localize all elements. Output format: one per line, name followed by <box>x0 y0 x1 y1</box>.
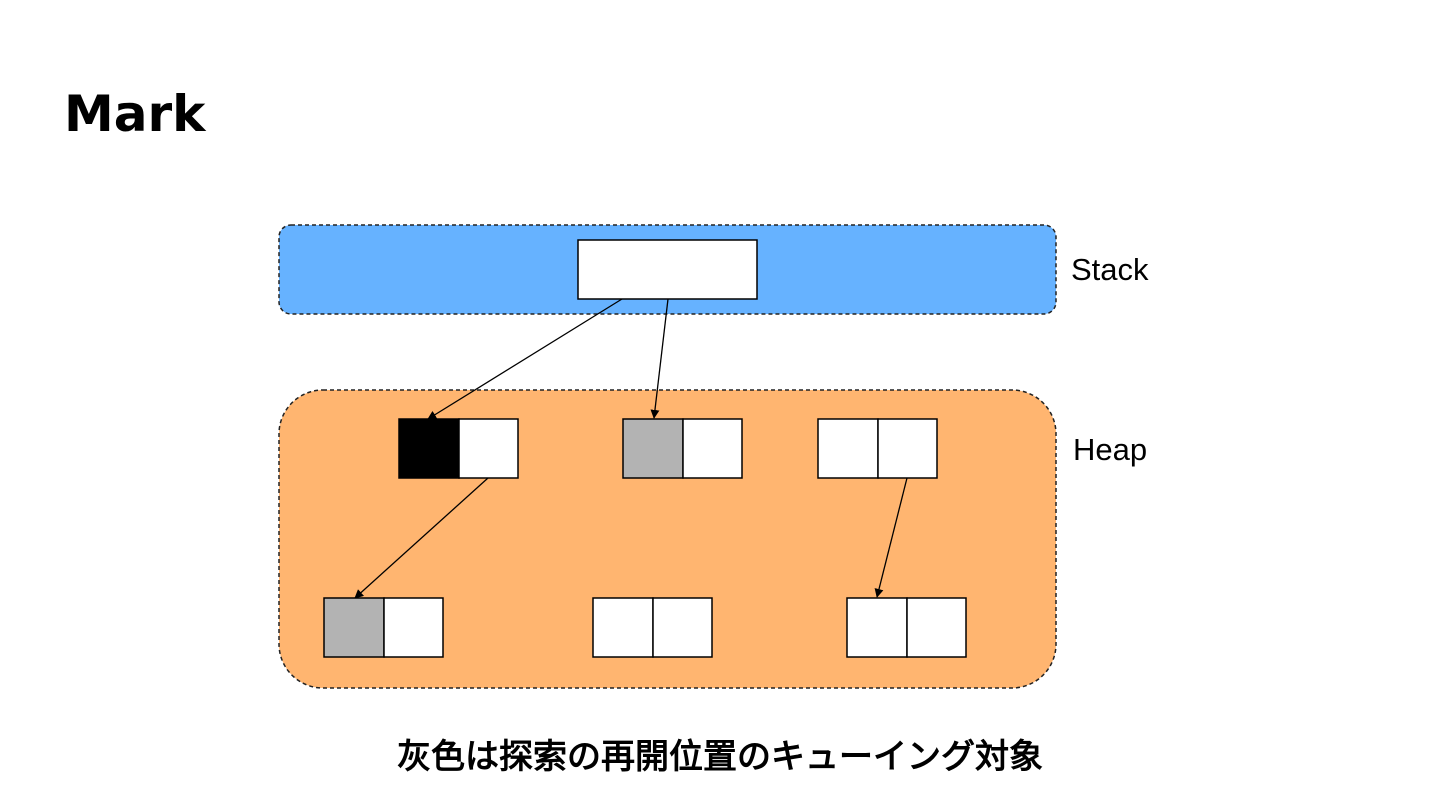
heap-object-white-top <box>817 418 938 479</box>
arrow-white-top-to-white-bottom-right <box>874 477 908 598</box>
object-body <box>906 597 967 658</box>
heap-object-white-bottom-right <box>846 597 967 658</box>
slide-title: Mark <box>64 85 206 143</box>
mark-bit-black <box>398 418 460 479</box>
heap-object-gray-top <box>622 418 743 479</box>
mark-bit-gray <box>323 597 385 658</box>
stack-root-object <box>577 239 758 300</box>
heap-object-white-bottom-middle <box>592 597 713 658</box>
heap-label: Heap <box>1073 432 1147 467</box>
mark-bit-white <box>592 597 654 658</box>
heap-object-black <box>398 418 519 479</box>
object-body <box>652 597 713 658</box>
object-body <box>458 418 519 479</box>
heap-object-gray-bottom <box>323 597 444 658</box>
slide-caption: 灰色は探索の再開位置のキューイング対象 <box>397 737 1043 777</box>
arrow-black-to-gray-bottom <box>354 477 489 599</box>
object-body <box>877 418 938 479</box>
mark-bit-white <box>817 418 879 479</box>
mark-bit-gray <box>622 418 684 479</box>
arrow-root-to-gray-top <box>650 298 669 419</box>
object-body <box>682 418 743 479</box>
stack-label: Stack <box>1071 252 1149 287</box>
arrow-root-to-black <box>427 298 623 420</box>
mark-bit-white <box>846 597 908 658</box>
object-body <box>383 597 444 658</box>
